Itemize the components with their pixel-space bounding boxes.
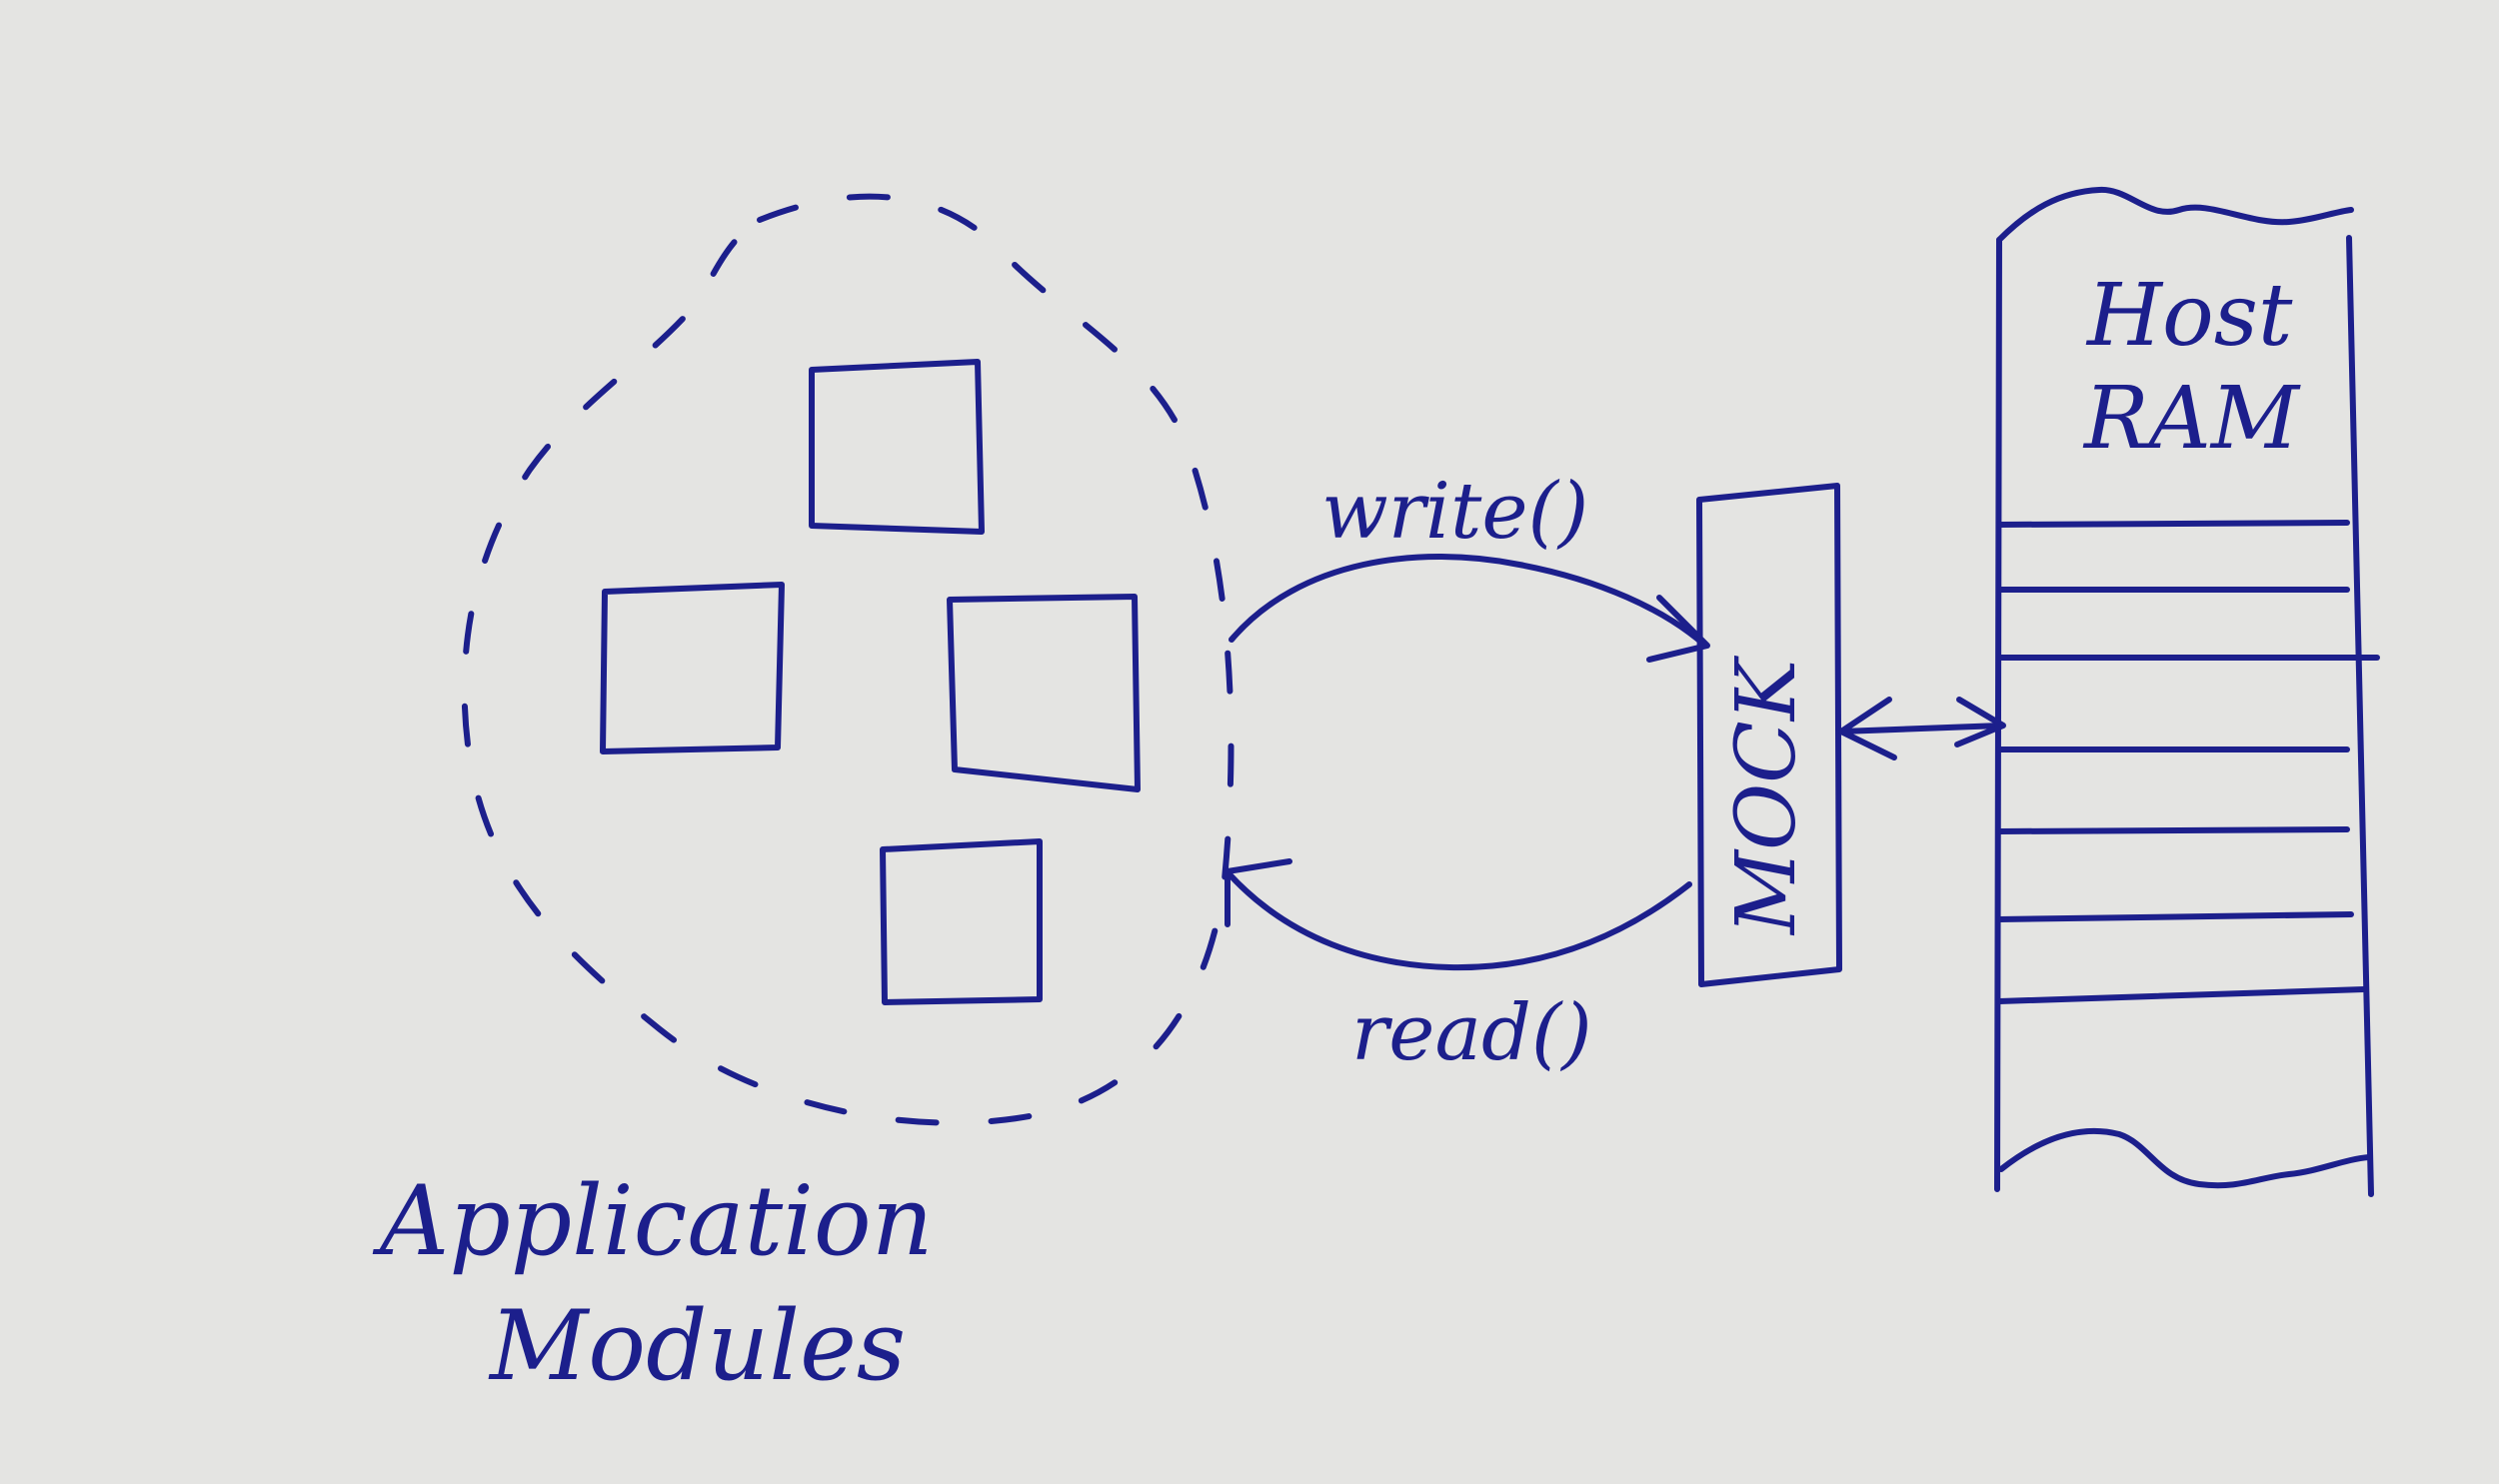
read-arrow bbox=[1227, 871, 1692, 971]
modules-label: Modules bbox=[488, 1290, 906, 1402]
module-box-right bbox=[947, 594, 1141, 792]
write-label: write() bbox=[1321, 467, 1588, 557]
mock-label: MOCK bbox=[1719, 655, 1814, 936]
application-label: Application bbox=[372, 1165, 934, 1277]
mock-ram-arrowhead-left bbox=[1838, 697, 1897, 760]
host-ram-top-wave bbox=[1996, 186, 2354, 243]
host-ram-column bbox=[1994, 235, 2374, 1197]
mock-box bbox=[1696, 483, 1842, 987]
host-ram-rows bbox=[1996, 520, 2380, 1004]
write-arrow bbox=[1229, 554, 1707, 648]
host-label: Host bbox=[2085, 266, 2293, 366]
mock-ram-arrowhead-right bbox=[1954, 697, 2006, 747]
application-boundary bbox=[461, 193, 1235, 1126]
ram-label: RAM bbox=[2082, 369, 2301, 469]
module-box-bottom bbox=[880, 838, 1043, 1005]
mock-ram-arrow bbox=[1838, 723, 2004, 735]
host-ram-bottom-wave bbox=[1998, 1128, 2372, 1189]
read-arrowhead bbox=[1225, 858, 1292, 927]
module-box-left bbox=[600, 582, 785, 754]
read-label: read() bbox=[1351, 988, 1592, 1078]
write-arrowhead bbox=[1646, 595, 1710, 663]
module-box-top bbox=[809, 359, 985, 535]
